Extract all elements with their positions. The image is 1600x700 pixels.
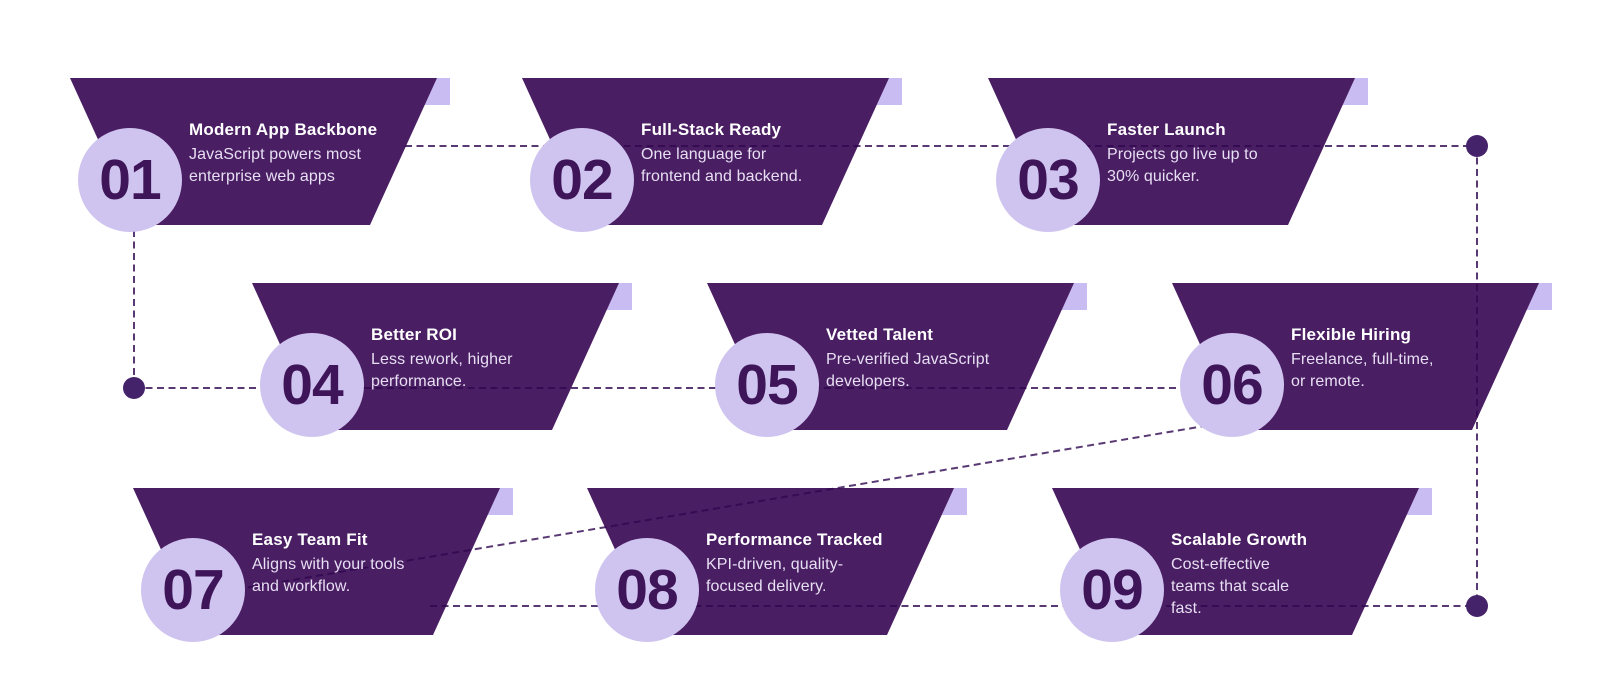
card-description: JavaScript powers most enterprise web ap… xyxy=(189,146,362,185)
card-text: Performance Tracked KPI-driven, quality-… xyxy=(706,528,918,598)
card-description: Pre-verified JavaScript developers. xyxy=(826,351,990,390)
step-card-03: Faster Launch Projects go live up to 30%… xyxy=(988,78,1368,232)
card-title: Easy Team Fit xyxy=(252,530,368,549)
card-text: Faster Launch Projects go live up to 30%… xyxy=(1107,118,1319,188)
card-text: Full-Stack Ready One language for fronte… xyxy=(641,118,853,188)
card-title: Scalable Growth xyxy=(1171,530,1308,549)
step-number: 01 xyxy=(99,147,161,212)
card-description: Cost-effective teams that scale fast. xyxy=(1171,556,1290,617)
step-number: 06 xyxy=(1201,352,1263,417)
card-text: Scalable Growth Cost-effective teams tha… xyxy=(1171,528,1383,620)
card-description: Aligns with your tools and workflow. xyxy=(252,556,405,595)
connector-dot xyxy=(123,377,145,399)
step-card-07: Easy Team Fit Aligns with your tools and… xyxy=(133,488,513,642)
connector-dot xyxy=(1466,595,1488,617)
step-number-badge: 05 xyxy=(715,333,819,437)
step-card-01: Modern App Backbone JavaScript powers mo… xyxy=(70,78,450,232)
step-number: 03 xyxy=(1017,147,1079,212)
card-title: Flexible Hiring xyxy=(1291,325,1412,344)
card-text: Flexible Hiring Freelance, full-time, or… xyxy=(1291,323,1503,393)
step-number: 05 xyxy=(736,352,798,417)
card-title: Vetted Talent xyxy=(826,325,934,344)
card-text: Better ROI Less rework, higher performan… xyxy=(371,323,583,393)
card-description: One language for frontend and backend. xyxy=(641,146,803,185)
step-card-08: Performance Tracked KPI-driven, quality-… xyxy=(587,488,967,642)
step-number-badge: 01 xyxy=(78,128,182,232)
step-card-05: Vetted Talent Pre-verified JavaScript de… xyxy=(707,283,1087,437)
card-text: Modern App Backbone JavaScript powers mo… xyxy=(189,118,401,188)
connector-line-diagonal xyxy=(179,419,1241,600)
step-number: 09 xyxy=(1081,557,1143,622)
step-number: 02 xyxy=(551,147,613,212)
card-text: Vetted Talent Pre-verified JavaScript de… xyxy=(826,323,1038,393)
card-description: Less rework, higher performance. xyxy=(371,351,513,390)
step-card-02: Full-Stack Ready One language for fronte… xyxy=(522,78,902,232)
step-card-04: Better ROI Less rework, higher performan… xyxy=(252,283,632,437)
card-title: Performance Tracked xyxy=(706,530,883,549)
card-title: Better ROI xyxy=(371,325,458,344)
step-number-badge: 06 xyxy=(1180,333,1284,437)
step-number-badge: 04 xyxy=(260,333,364,437)
step-number-badge: 07 xyxy=(141,538,245,642)
step-number-badge: 09 xyxy=(1060,538,1164,642)
step-number: 07 xyxy=(162,557,224,622)
card-title: Faster Launch xyxy=(1107,120,1226,139)
card-description: KPI-driven, quality- focused delivery. xyxy=(706,556,844,595)
card-text: Easy Team Fit Aligns with your tools and… xyxy=(252,528,464,598)
step-number: 08 xyxy=(616,557,678,622)
step-card-09: Scalable Growth Cost-effective teams tha… xyxy=(1052,488,1432,642)
step-number-badge: 08 xyxy=(595,538,699,642)
step-number-badge: 03 xyxy=(996,128,1100,232)
card-title: Modern App Backbone xyxy=(189,120,378,139)
step-number: 04 xyxy=(281,352,343,417)
step-number-badge: 02 xyxy=(530,128,634,232)
card-description: Freelance, full-time, or remote. xyxy=(1291,351,1434,390)
connector-dot xyxy=(1466,135,1488,157)
card-description: Projects go live up to 30% quicker. xyxy=(1107,146,1258,185)
card-title: Full-Stack Ready xyxy=(641,120,782,139)
